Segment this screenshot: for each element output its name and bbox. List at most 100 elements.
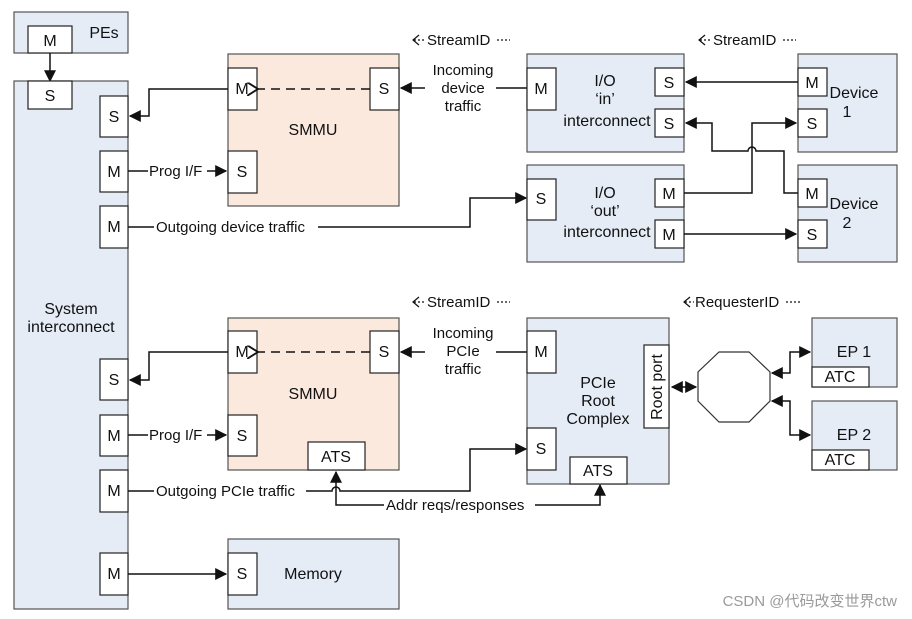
system-port-s2	[99, 358, 129, 401]
pes-port-m-label: M	[43, 33, 56, 50]
ep2-block: EP 2 ATC	[811, 400, 898, 471]
device1-label-2: 1	[843, 104, 852, 121]
io-in-port-m	[526, 67, 557, 111]
streamid-text: StreamID	[427, 32, 491, 49]
ep1-atc	[811, 366, 870, 388]
pes-label: PEs	[89, 25, 118, 42]
pcie-rc-port-m-label: M	[534, 344, 547, 361]
io-in-port-s2-label: S	[664, 116, 675, 133]
system-port-m3-label: M	[107, 428, 120, 445]
smmu-top-label: SMMU	[289, 122, 338, 139]
device1-port-m	[797, 67, 828, 97]
smmu-top-port-s-in-label: S	[379, 81, 390, 98]
pcie-switch-octagon	[697, 351, 771, 423]
smmu-top-port-m-label: M	[235, 81, 248, 98]
ep2-atc-label: ATC	[825, 452, 856, 469]
pcie-rc-label-3: Complex	[566, 411, 629, 428]
smmu-bottom-port-m-label: M	[235, 344, 248, 361]
device2-port-s	[797, 219, 828, 249]
system-port-m4	[99, 469, 129, 513]
addr-reqs-to-pcie-ats-arrow	[535, 483, 606, 506]
io-out-port-m2-label: M	[662, 227, 675, 244]
ep1-atc-label: ATC	[825, 369, 856, 386]
smmu-top-port-s-prog	[227, 150, 258, 194]
ep2-atc	[811, 449, 870, 471]
streamid-label-top-left: StreamID	[412, 32, 510, 49]
smmu-bottom-port-s-prog	[227, 414, 258, 457]
io-out-to-device1-arrow	[684, 117, 798, 194]
incoming-device-label-3: traffic	[445, 98, 482, 115]
device1-port-s-label: S	[807, 116, 818, 133]
device1-port-s	[797, 108, 828, 138]
pcie-rc-port-m	[526, 330, 557, 374]
root-port-label: Root port	[649, 354, 666, 420]
io-in-label-2: ‘in’	[595, 91, 615, 108]
ep1-label: EP 1	[837, 344, 872, 361]
prog-if-label-bottom: Prog I/F	[149, 427, 202, 444]
io-in-port-s1	[654, 67, 685, 97]
memory-port-s-label: S	[237, 566, 248, 583]
io-out-port-s	[526, 178, 557, 221]
io-out-label-3: interconnect	[563, 224, 651, 241]
addr-reqs-responses-label: Addr reqs/responses	[386, 497, 524, 514]
requesterid-label: RequesterID	[683, 294, 800, 311]
incoming-pcie-label-1: Incoming	[433, 325, 494, 342]
memory-port-s	[227, 552, 258, 596]
device2-label-1: Device	[830, 196, 879, 213]
system-port-s-top	[27, 80, 73, 110]
pcie-rc-ats	[569, 456, 628, 485]
system-port-m4-label: M	[107, 483, 120, 500]
outgoing-device-arrow	[318, 192, 528, 228]
system-interconnect-block: S System interconnect S M M S M M M	[13, 80, 129, 610]
pcie-root-complex-block: M S PCIe Root Complex ATS Root port	[526, 317, 670, 485]
smmu-ats-label: ATS	[321, 449, 351, 466]
smmu-top-to-system-arrow	[128, 88, 228, 122]
system-port-m3	[99, 414, 129, 457]
system-port-s1	[99, 95, 129, 138]
system-port-s1-label: S	[109, 109, 120, 126]
memory-block: S Memory	[227, 538, 400, 610]
smmu-bottom-port-s-in-label: S	[379, 344, 390, 361]
pcie-rc-label-2: Root	[581, 393, 615, 410]
io-out-port-s-label: S	[536, 191, 547, 208]
streamid-label-bottom: StreamID	[412, 294, 510, 311]
addr-reqs-to-smmu-ats-arrow	[330, 470, 384, 506]
system-port-m5	[99, 552, 129, 596]
device2-block: M S Device 2	[797, 164, 898, 263]
device2-port-m	[797, 178, 828, 208]
io-out-label-2: ‘out’	[590, 203, 619, 220]
device1-port-m-label: M	[805, 75, 818, 92]
device1-label-1: Device	[830, 85, 879, 102]
system-port-m2-label: M	[107, 219, 120, 236]
io-in-label-3: interconnect	[563, 113, 651, 130]
io-in-label-1: I/O	[594, 73, 615, 90]
ep2-label: EP 2	[837, 427, 872, 444]
smmu-top-port-s-in	[369, 67, 400, 111]
io-in-port-s1-label: S	[664, 75, 675, 92]
smmu-bottom-label: SMMU	[289, 386, 338, 403]
system-port-m5-label: M	[107, 566, 120, 583]
streamid-text: StreamID	[427, 294, 491, 311]
outgoing-device-traffic-label: Outgoing device traffic	[156, 219, 305, 236]
device2-label-2: 2	[843, 215, 852, 232]
incoming-pcie-label-2: PCIe	[446, 343, 479, 360]
pes-block: PEs M	[13, 11, 129, 54]
system-interconnect-label-2: interconnect	[27, 319, 115, 336]
pcie-rc-label-1: PCIe	[580, 375, 616, 392]
switch-to-ep1-arrow	[770, 346, 812, 379]
pcie-rc-ats-label: ATS	[583, 463, 613, 480]
system-port-m1-label: M	[107, 164, 120, 181]
smmu-ats	[307, 441, 366, 471]
outgoing-pcie-traffic-label: Outgoing PCIe traffic	[156, 483, 295, 500]
pcie-rc-port-s	[526, 427, 557, 471]
io-in-port-s2	[654, 108, 685, 138]
prog-if-label-top: Prog I/F	[149, 163, 202, 180]
watermark: CSDN @代码改变世界ctw	[723, 593, 898, 610]
streamid-text: StreamID	[713, 32, 777, 49]
smmu-bottom-port-s-prog-label: S	[237, 428, 248, 445]
device1-block: M S Device 1	[797, 53, 898, 153]
io-out-port-m1-label: M	[662, 186, 675, 203]
io-in-interconnect-block: M I/O ‘in’ interconnect S S	[526, 53, 685, 153]
system-interconnect-label-1: System	[44, 301, 97, 318]
root-port	[643, 344, 670, 429]
